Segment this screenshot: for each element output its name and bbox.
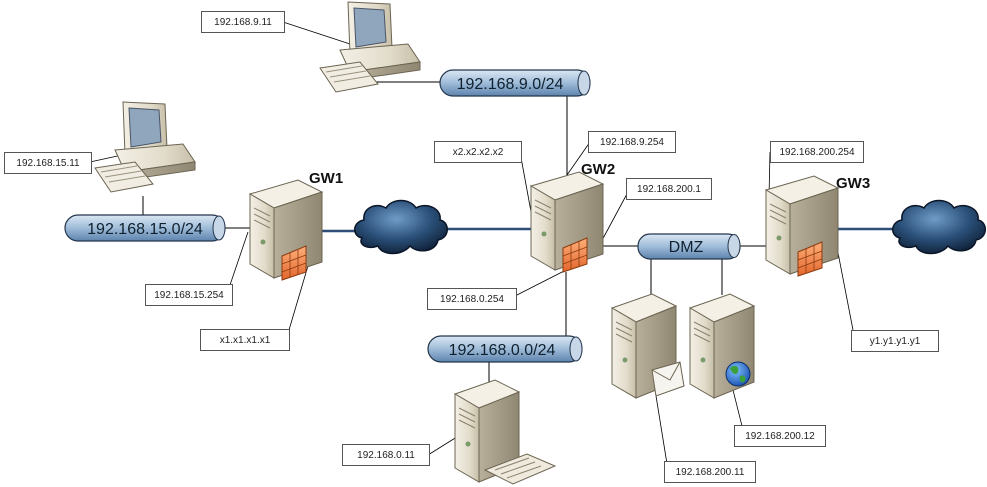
connections — [142, 81, 768, 383]
leader-pc15 — [89, 154, 123, 163]
net0-label: 192.168.0.0/24 — [449, 342, 556, 359]
leader-gw2-net9 — [566, 141, 591, 176]
leader-gw1-inside — [229, 231, 249, 286]
bus-dmz: DMZ — [637, 233, 741, 260]
leader-gw2-dmz — [599, 191, 629, 245]
label-web-server: 192.168.200.12 — [734, 425, 826, 447]
label-gw1-inside: 192.168.15.254 — [145, 284, 233, 306]
label-gw2-outside: x2.x2.x2.x2 — [434, 141, 522, 163]
leader-pc9 — [282, 21, 351, 45]
mail-server-icon — [610, 293, 685, 399]
label-gw2-net0: 192.168.0.254 — [427, 288, 517, 310]
label-gw3-outside: y1.y1.y1.y1 — [851, 330, 939, 352]
bus-net0: 192.168.0.0/24 — [427, 335, 583, 363]
label-mail-server: 192.168.200.11 — [664, 461, 756, 483]
label-gw2-net9: 192.168.9.254 — [588, 131, 676, 153]
dmz-label: DMZ — [669, 239, 704, 256]
bus-net9: 192.168.9.0/24 — [439, 69, 591, 97]
gw3-firewall-server-icon — [764, 175, 840, 277]
label-pc15: 192.168.15.11 — [4, 152, 92, 174]
lan-server-icon — [453, 379, 557, 485]
label-server0: 192.168.0.11 — [342, 444, 430, 466]
gw1-title: GW1 — [309, 170, 344, 187]
gw1-firewall-server-icon — [248, 179, 324, 281]
label-gw3-dmz: 192.168.200.254 — [770, 141, 864, 163]
label-gw2-dmz: 192.168.200.1 — [626, 178, 712, 200]
gw2-title: GW2 — [581, 161, 616, 178]
bus-net15: 192.168.15.0/24 — [64, 214, 226, 242]
cloud-internet-1-icon — [354, 199, 448, 255]
net15-label: 192.168.15.0/24 — [87, 221, 203, 238]
gw3-title: GW3 — [836, 175, 871, 192]
label-gw1-outside: x1.x1.x1.x1 — [200, 329, 290, 351]
cloud-internet-2-icon — [892, 199, 986, 255]
leader-gw2-net0 — [514, 269, 567, 297]
wan-links — [320, 227, 895, 233]
pc-192-168-9-11-icon — [319, 1, 421, 93]
gw2-firewall-server-icon — [529, 171, 605, 273]
web-server-icon — [688, 293, 756, 399]
pc-192-168-15-11-icon — [94, 101, 196, 193]
label-pc9: 192.168.9.11 — [201, 11, 285, 33]
net9-label: 192.168.9.0/24 — [457, 76, 564, 93]
